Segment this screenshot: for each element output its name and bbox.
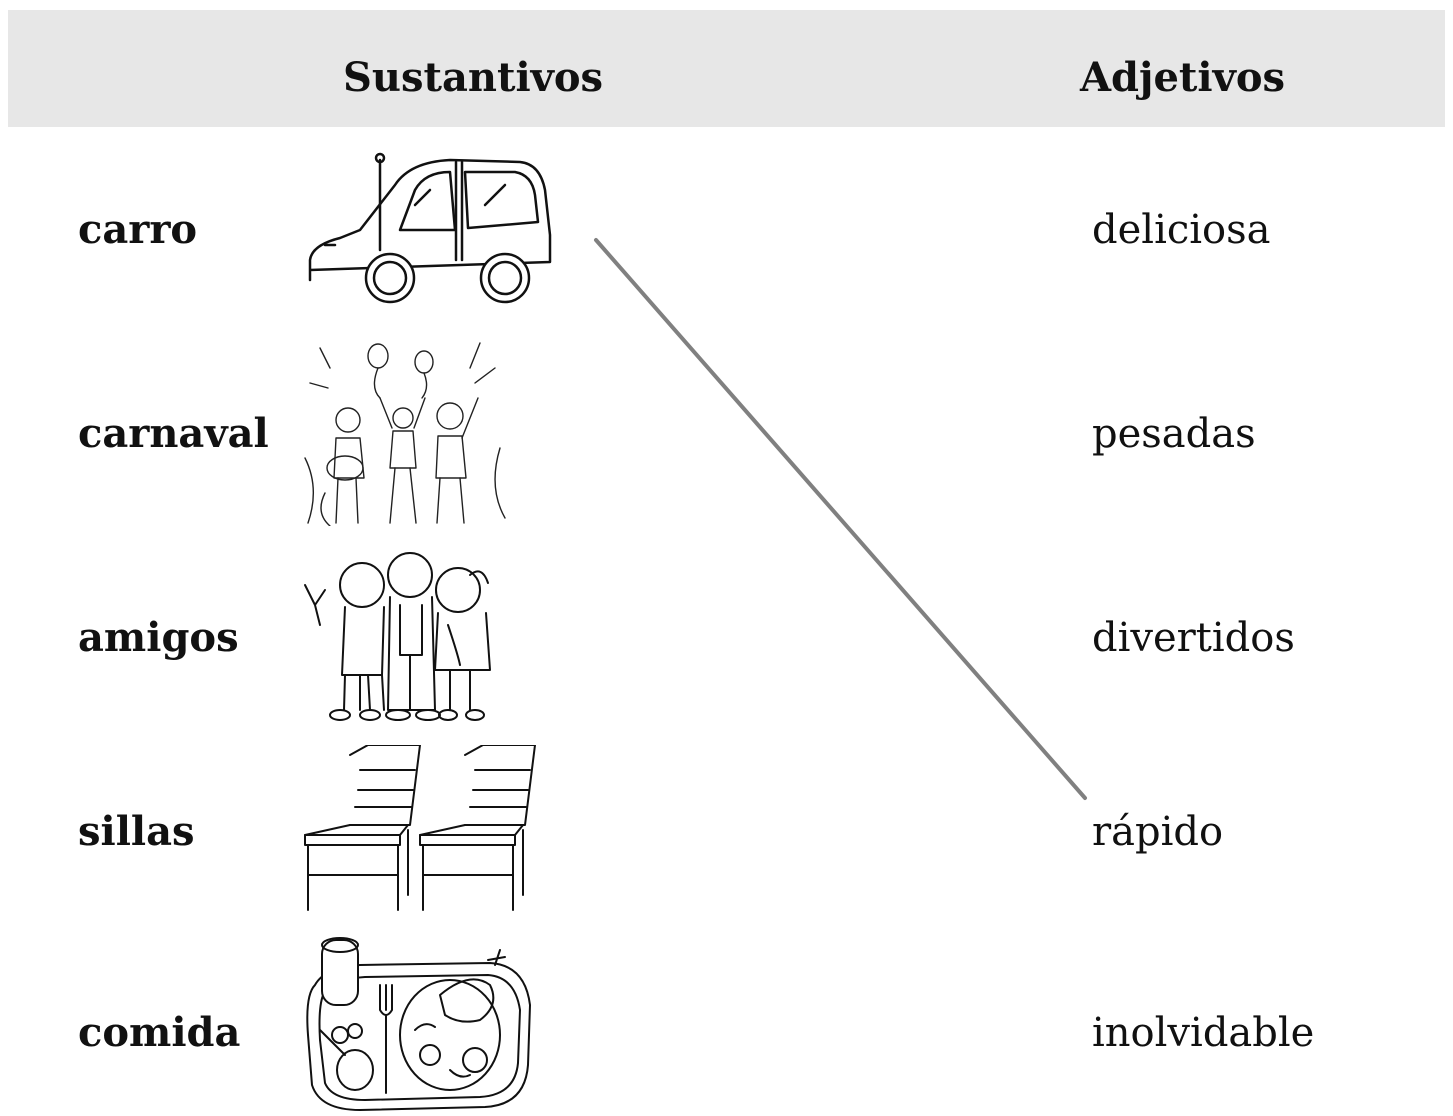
car-picture (300, 150, 552, 305)
noun-label[interactable]: comida (78, 1009, 241, 1056)
adjective-label[interactable]: deliciosa (1092, 207, 1271, 253)
adjective-label[interactable]: rápido (1092, 809, 1224, 855)
header-bar: Sustantivos Adjetivos (8, 10, 1445, 127)
adjective-label[interactable]: pesadas (1092, 411, 1256, 457)
adjective-label[interactable]: divertidos (1092, 615, 1295, 661)
carnival-picture (300, 328, 550, 526)
adjectives-column-title: Adjetivos (1080, 54, 1286, 101)
noun-label[interactable]: carnaval (78, 410, 269, 457)
food-tray-picture (300, 935, 550, 1113)
friends-picture (300, 545, 550, 723)
adjective-label[interactable]: inolvidable (1092, 1010, 1315, 1056)
nouns-column-title: Sustantivos (343, 54, 604, 101)
noun-label[interactable]: carro (78, 206, 198, 253)
chairs-picture (300, 745, 550, 915)
noun-label[interactable]: sillas (78, 808, 195, 855)
noun-label[interactable]: amigos (78, 614, 239, 661)
